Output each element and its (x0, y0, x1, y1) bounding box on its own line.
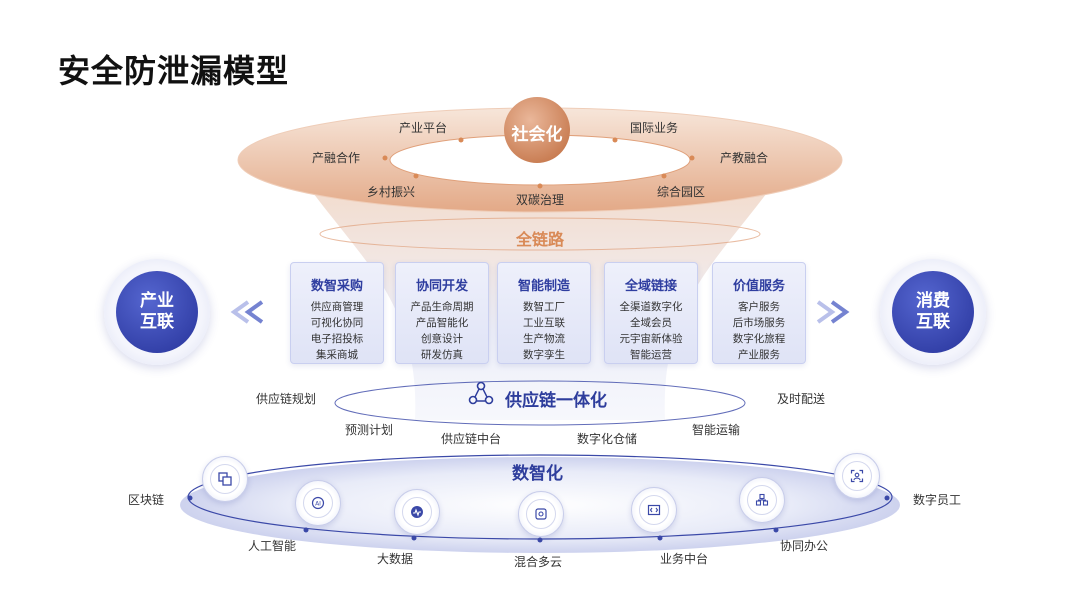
card-title: 协同开发 (415, 279, 468, 294)
card-item: 创意设计 (421, 333, 463, 345)
card-item: 电子招投标 (310, 333, 364, 345)
chain-card: 全域链接 全渠道数字化 全域会员 元宇宙新体验 智能运营 (604, 262, 698, 364)
social-item: 双碳治理 (516, 193, 565, 207)
social-item: 产业平台 (399, 121, 448, 135)
supply-item: 供应链中台 (441, 432, 502, 446)
card-title: 全域链接 (624, 279, 677, 294)
card-title: 价值服务 (732, 279, 785, 294)
copy-icon (202, 456, 248, 502)
supply-ring (334, 380, 746, 426)
digital-item: 数字员工 (913, 493, 962, 507)
code-icon (631, 487, 677, 533)
chain-card: 协同开发 产品生命周期 产品智能化 创意设计 研发仿真 (395, 262, 489, 364)
social-item: 产教融合 (720, 151, 769, 165)
consumer-line1: 消费 (916, 291, 950, 311)
card-item: 智能运营 (630, 349, 672, 361)
consumer-circle-outer: 消费 互联 (880, 259, 986, 365)
card-item: 可视化协同 (310, 317, 364, 329)
industry-circle: 产业 互联 (116, 271, 198, 353)
supply-item: 供应链规划 (256, 392, 317, 406)
supply-item: 智能运输 (692, 423, 741, 437)
supply-item: 及时配送 (777, 392, 826, 406)
left-chevrons (230, 300, 264, 324)
svg-text:AI: AI (315, 501, 321, 508)
card-item: 集采商城 (316, 349, 358, 361)
card-item: 数智工厂 (523, 301, 565, 313)
consumer-line2: 互联 (916, 312, 950, 332)
card-item: 工业互联 (523, 317, 565, 329)
industry-line1: 产业 (140, 291, 174, 311)
chain-title: 全链路 (515, 230, 564, 249)
digital-item: 区块链 (128, 493, 165, 507)
card-item: 客户服务 (738, 301, 780, 313)
card-item: 数字孪生 (523, 349, 565, 361)
digital-title: 数智化 (512, 464, 563, 484)
card-item: 数字化旅程 (732, 333, 786, 345)
card-item: 供应商管理 (310, 301, 364, 313)
social-item: 乡村振兴 (367, 185, 416, 199)
card-item: 全域会员 (630, 317, 672, 329)
card-item: 研发仿真 (421, 349, 463, 361)
scan-icon (834, 453, 880, 499)
social-item: 产融合作 (312, 151, 361, 165)
card-item: 元宇宙新体验 (619, 333, 683, 345)
pulse-icon (394, 489, 440, 535)
page-title: 安全防泄漏模型 (58, 52, 290, 90)
chain-card: 价值服务 客户服务 后市场服务 数字化旅程 产业服务 (712, 262, 806, 364)
supply-item: 数字化仓储 (577, 432, 638, 446)
chain-ring (319, 217, 761, 251)
card-item: 生产物流 (523, 333, 565, 345)
card-item: 产品智能化 (415, 317, 469, 329)
card-title: 智能制造 (517, 279, 570, 294)
supply-title: 供应链一体化 (505, 391, 607, 411)
card-item: 全渠道数字化 (619, 301, 683, 313)
digital-item: 人工智能 (248, 539, 297, 553)
industry-circle-outer: 产业 互联 (104, 259, 210, 365)
chain-card: 智能制造 数智工厂 工业互联 生产物流 数字孪生 (497, 262, 591, 364)
digital-item: 混合多云 (514, 555, 563, 569)
ai-icon: AI (295, 480, 341, 526)
card-item: 后市场服务 (732, 317, 786, 329)
network-icon (468, 381, 494, 405)
consumer-circle: 消费 互联 (892, 271, 974, 353)
card-item: 产品生命周期 (410, 301, 474, 313)
social-center-label: 社会化 (511, 125, 563, 145)
digital-item: 大数据 (377, 552, 414, 566)
supply-item: 预测计划 (345, 423, 394, 437)
chain-card: 数智采购 供应商管理 可视化协同 电子招投标 集采商城 (290, 262, 384, 364)
right-chevrons (816, 300, 850, 324)
digital-item: 业务中台 (660, 552, 709, 566)
social-item: 综合园区 (657, 185, 706, 199)
card-title: 数智采购 (310, 279, 363, 294)
industry-line2: 互联 (140, 312, 174, 332)
social-item: 国际业务 (630, 121, 679, 135)
digital-item: 协同办公 (780, 539, 829, 553)
social-ball (504, 97, 570, 163)
card-item: 产业服务 (738, 349, 780, 361)
people-icon (739, 477, 785, 523)
cloud-icon (518, 491, 564, 537)
